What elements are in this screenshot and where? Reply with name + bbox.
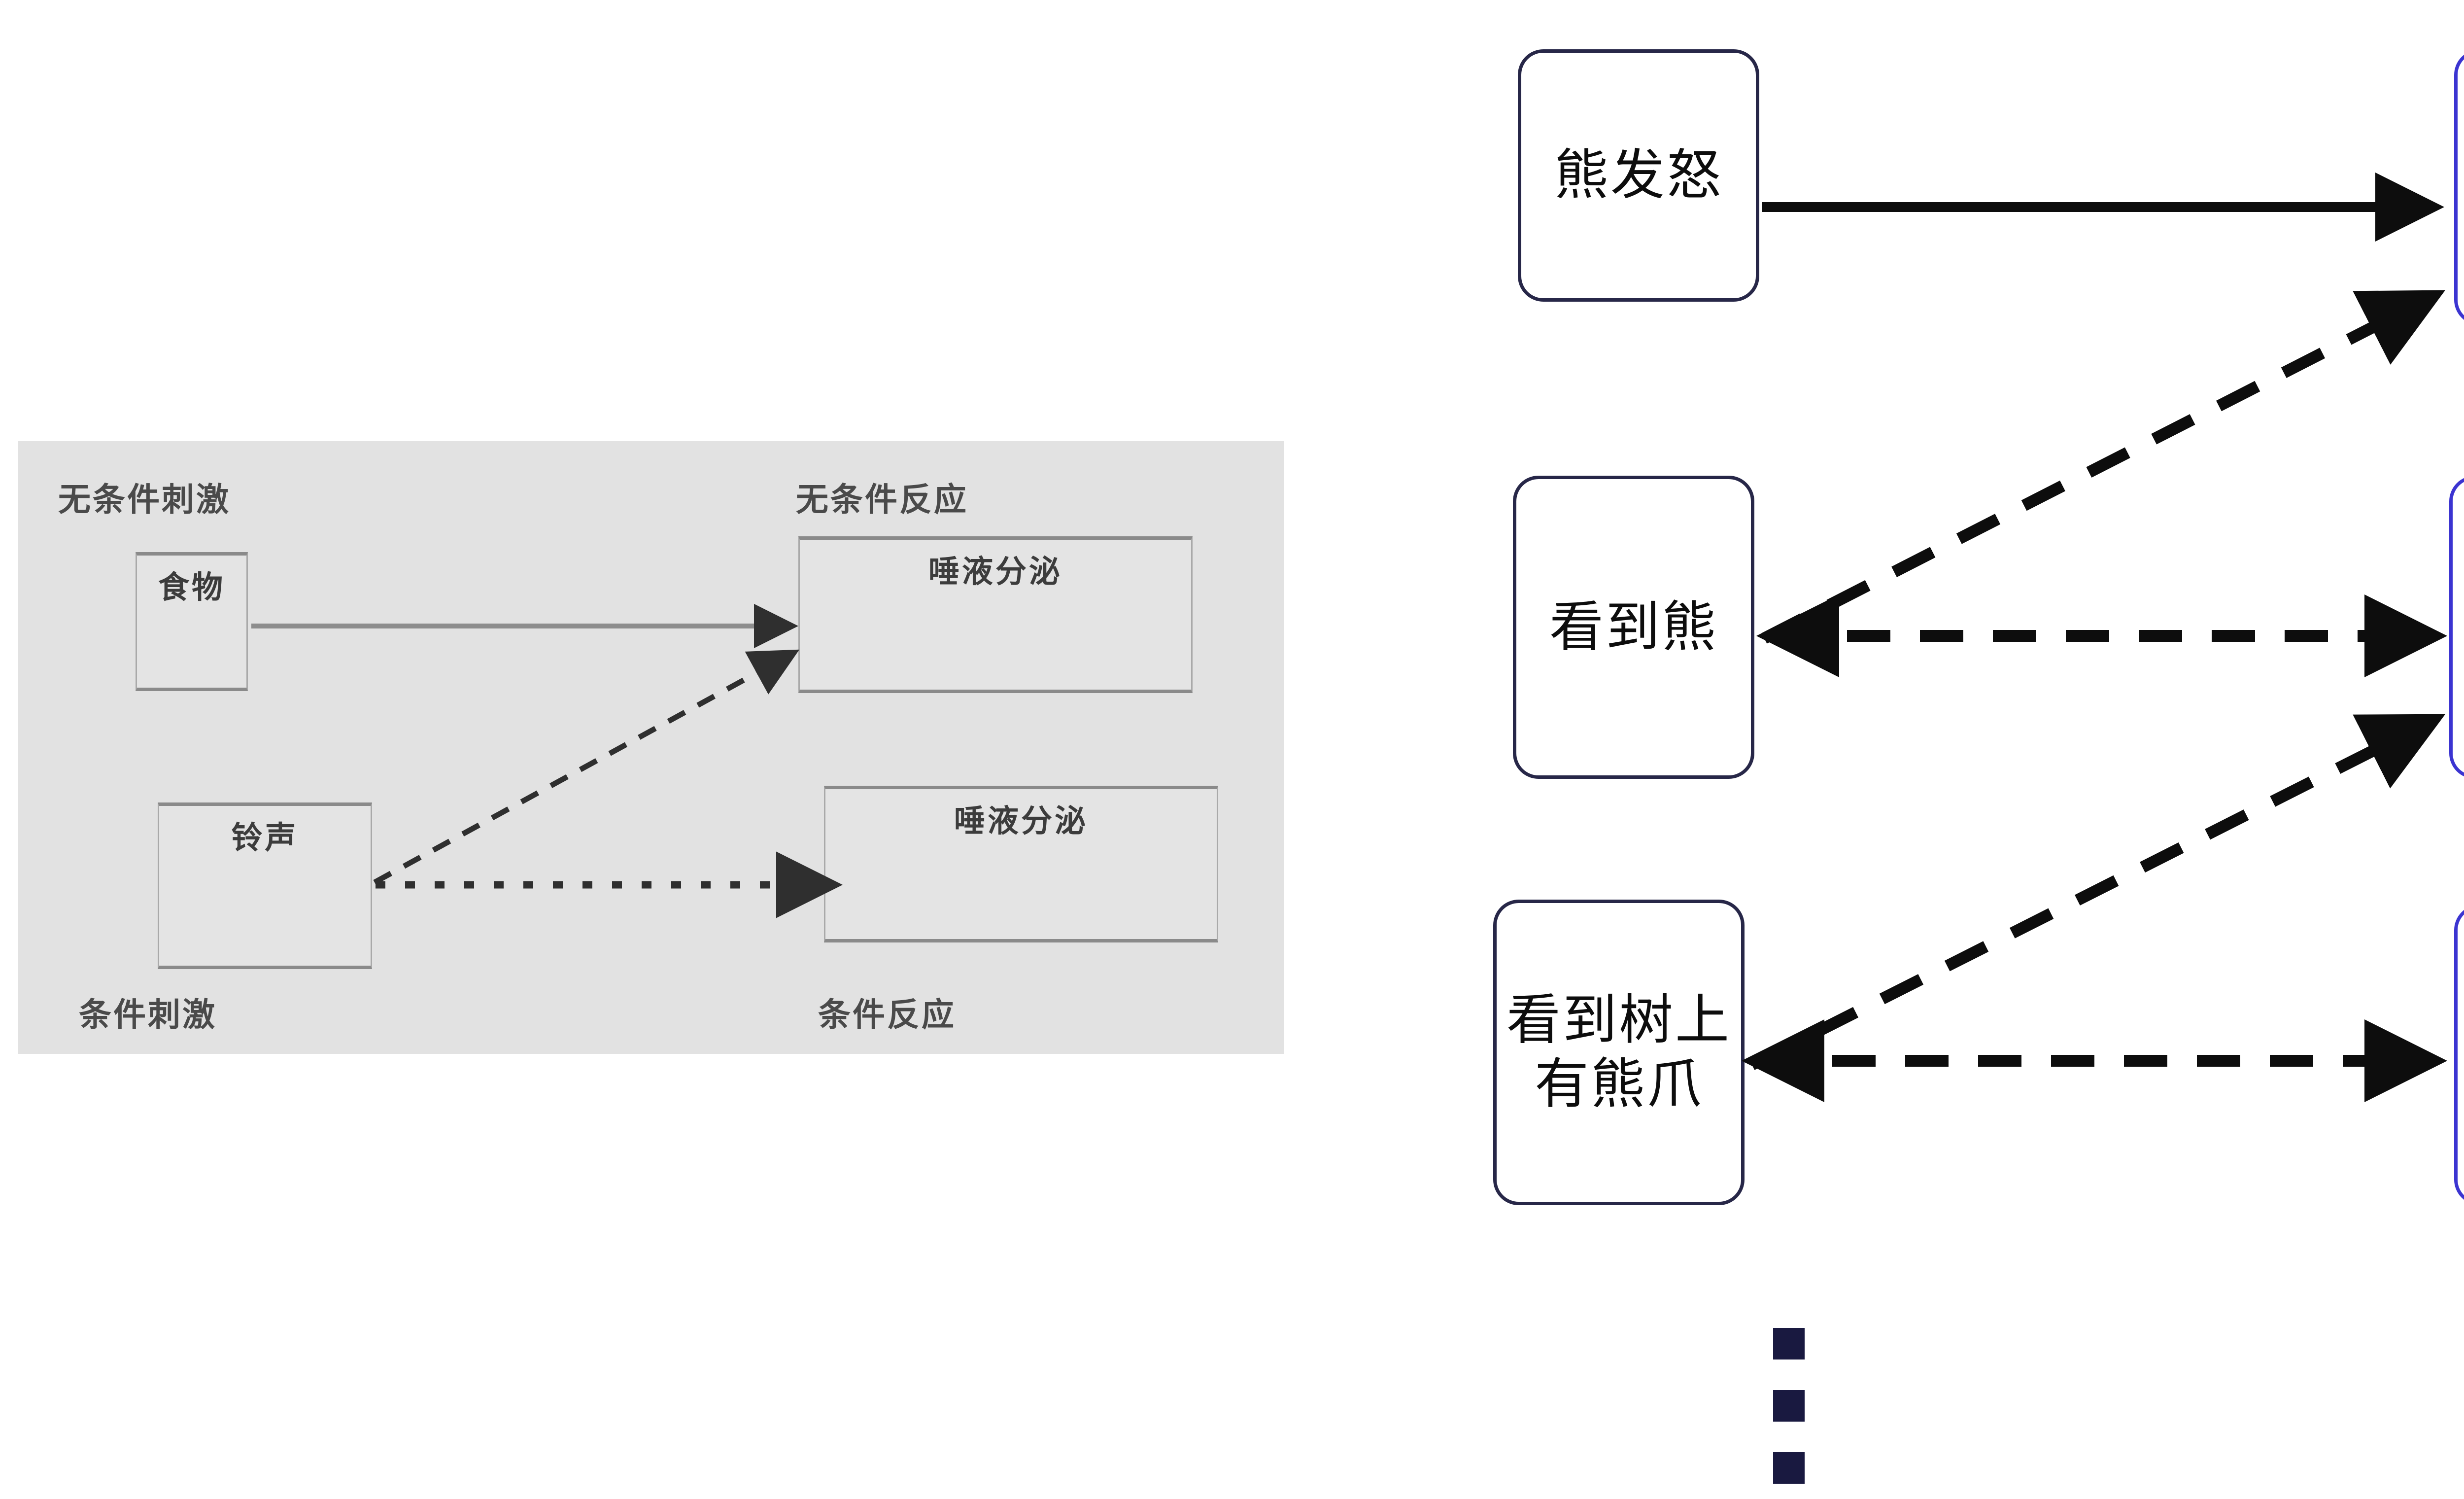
ellipsis-dot-left-1	[1773, 1328, 1805, 1360]
ellipsis-dot-left-3	[1773, 1452, 1805, 1484]
cc-box-salivation-top: 唾液分泌	[798, 536, 1193, 693]
node-see-bear-claw-on-tree[interactable]: 看到树上 有熊爪	[1493, 900, 1745, 1205]
node-reward[interactable]: 奖励	[2454, 49, 2464, 325]
node-claw-label-line1: 看到树上	[1506, 988, 1731, 1052]
label-conditioned-response: 条件反应	[818, 996, 956, 1034]
node-bear-angry[interactable]: 熊发怒	[1518, 49, 1759, 302]
cc-box-bell: 铃声	[158, 802, 372, 969]
cc-box-salivation-bottom: 唾液分泌	[824, 786, 1218, 942]
node-claw-label: 看到树上 有熊爪	[1506, 988, 1731, 1116]
cc-box-salivation-bottom-label: 唾液分泌	[954, 803, 1088, 839]
node-bear-angry-label: 熊发怒	[1554, 143, 1723, 207]
label-unconditioned-response: 无条件反应	[796, 481, 968, 519]
cc-box-salivation-top-label: 唾液分泌	[928, 554, 1062, 590]
node-claw-label-line2: 有熊爪	[1535, 1052, 1703, 1116]
ellipsis-dot-left-2	[1773, 1390, 1805, 1422]
label-unconditioned-stimulus: 无条件刺激	[58, 481, 231, 519]
connector-claw-to-value-s-prime	[1749, 714, 2446, 1070]
connector-see-bear-to-reward	[1761, 290, 2446, 644]
node-value-s[interactable]: V(s)	[2454, 905, 2464, 1205]
label-conditioned-stimulus: 条件刺激	[79, 996, 217, 1034]
node-value-s-prime[interactable]: V(s′)	[2449, 476, 2464, 779]
cc-box-food: 食物	[136, 552, 248, 691]
node-see-bear-label: 看到熊	[1549, 595, 1718, 659]
cc-box-food-label: 食物	[158, 569, 225, 605]
cc-box-bell-label: 铃声	[231, 820, 299, 856]
node-see-bear[interactable]: 看到熊	[1513, 476, 1754, 779]
